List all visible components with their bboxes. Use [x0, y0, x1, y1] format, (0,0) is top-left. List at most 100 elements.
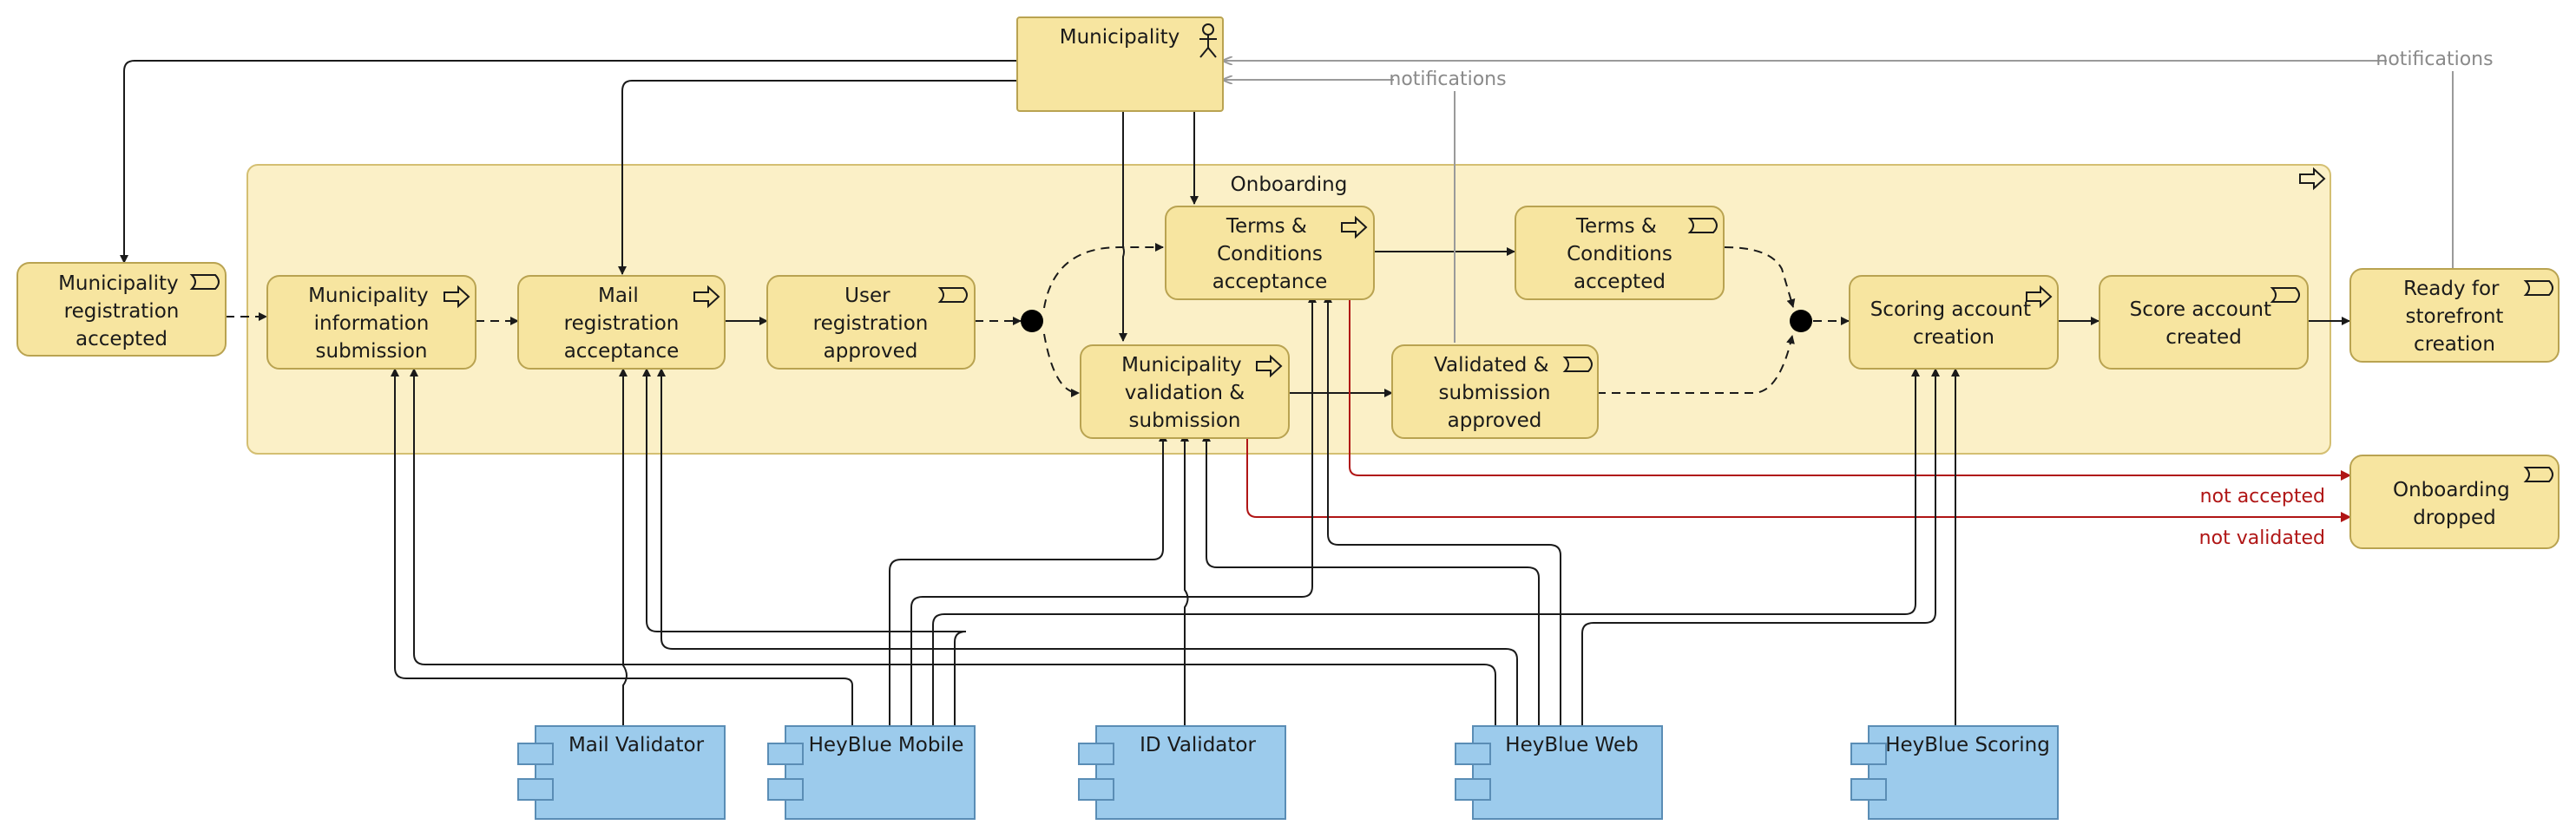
- actor-icon: [1199, 23, 1217, 58]
- flow-edge: [1724, 246, 1796, 308]
- component-label: Mail Validator: [568, 734, 705, 756]
- node-label: Score account: [2130, 298, 2271, 321]
- event-icon: [1562, 357, 1593, 372]
- node-label-line: registration: [64, 300, 180, 323]
- node-label: Municipality: [58, 272, 179, 295]
- node-label: Scoring account: [1870, 298, 2031, 321]
- id-validator-component[interactable]: ID Validator: [1078, 725, 1286, 820]
- node-label: Municipality: [1121, 354, 1242, 376]
- svg-text:Scoring account creation: Scoring account creation: [1870, 298, 2038, 349]
- node-label-line: created: [2165, 326, 2242, 349]
- node-label-line: storefront: [2406, 305, 2504, 328]
- heyblue-web-component[interactable]: HeyBlue Web: [1455, 725, 1663, 820]
- onboarding-boundary[interactable]: Onboarding: [246, 164, 2331, 455]
- process-icon: [2299, 167, 2326, 191]
- heyblue-scoring-component[interactable]: HeyBlue Scoring: [1850, 725, 2059, 820]
- node-label: Terms &: [1575, 215, 1657, 238]
- serving-edge: [932, 368, 1920, 726]
- process-icon: [2026, 285, 2053, 309]
- node-label-line: acceptance: [1212, 271, 1328, 293]
- node-label-line: registration: [813, 312, 929, 335]
- component-icon: [1078, 743, 1114, 801]
- node-label-line: approved: [824, 340, 918, 363]
- node-label-line: Conditions: [1217, 243, 1323, 265]
- node-label-line: submission: [1129, 409, 1241, 432]
- serving-edge: [410, 368, 1496, 726]
- flow-edge: [1043, 333, 1080, 397]
- actor-edge: [120, 60, 1017, 264]
- node-label-line: creation: [1913, 326, 1994, 349]
- svg-text:Municipality validation &s: Municipality validation & submission: [1121, 354, 1248, 432]
- municipality-validation-submission-process[interactable]: Municipality validation & submission: [1080, 344, 1290, 439]
- or-junction: [1021, 310, 1043, 332]
- and-junction: [1790, 310, 1812, 332]
- component-label: HeyBlue Mobile: [809, 734, 964, 756]
- node-label: Terms &: [1226, 215, 1307, 238]
- svg-text:Score account created: Score account created: [2130, 298, 2278, 349]
- not-validated-label: not validated: [2199, 527, 2325, 549]
- node-label: Mail: [598, 285, 639, 307]
- serving-edge: [619, 368, 628, 726]
- svg-text:Onboarding dropped: Onboarding dropped: [2393, 479, 2516, 529]
- scoring-account-creation-process[interactable]: Scoring account creation: [1849, 275, 2059, 370]
- node-label-line: registration: [564, 312, 680, 335]
- node-label-line: approved: [1448, 409, 1542, 432]
- node-label-line: creation: [2414, 333, 2495, 356]
- serving-edge: [1581, 368, 1940, 726]
- municipality-actor-label: Municipality: [1060, 26, 1180, 49]
- serving-edge: [657, 368, 1518, 726]
- event-icon: [1687, 218, 1718, 233]
- node-label-line: acceptance: [564, 340, 680, 363]
- serving-edge: [889, 433, 1167, 726]
- node-label-line: accepted: [76, 328, 168, 350]
- actor-edge: [618, 80, 1017, 275]
- process-icon: [1256, 354, 1283, 378]
- serving-edge: [910, 294, 1317, 726]
- mail-registration-acceptance-process[interactable]: Mail registration acceptance: [517, 275, 726, 370]
- component-icon: [1850, 743, 1887, 801]
- serving-edge: [1324, 294, 1561, 726]
- trigger-connections: [120, 60, 2350, 397]
- node-label: Validated &: [1434, 354, 1549, 376]
- node-label-line: information: [314, 312, 430, 335]
- mail-validator-component[interactable]: Mail Validator: [517, 725, 726, 820]
- node-label-line: dropped: [2413, 507, 2496, 529]
- municipality-registration-accepted-event[interactable]: Municipality registration accepted: [16, 262, 227, 357]
- node-label: Ready for: [2403, 278, 2500, 300]
- event-icon: [2270, 287, 2300, 303]
- municipality-actor[interactable]: Municipality: [1016, 16, 1224, 112]
- onboarding-dropped-event[interactable]: Onboarding dropped: [2349, 455, 2560, 549]
- node-label-line: validation &: [1125, 382, 1245, 404]
- event-icon: [937, 287, 968, 303]
- serving-connections: [391, 294, 1960, 726]
- event-icon: [2523, 467, 2553, 482]
- heyblue-mobile-component[interactable]: HeyBlue Mobile: [767, 725, 976, 820]
- event-icon: [2523, 280, 2553, 296]
- score-account-created-event[interactable]: Score account created: [2099, 275, 2309, 370]
- node-label-line: Conditions: [1567, 243, 1672, 265]
- process-icon: [693, 285, 720, 309]
- serving-edge: [642, 368, 967, 726]
- component-icon: [517, 743, 554, 801]
- ready-for-storefront-creation-event[interactable]: Ready for storefront creation: [2349, 268, 2560, 363]
- flow-connections: [226, 243, 1850, 397]
- rejection-edge: [1246, 438, 2351, 522]
- serving-edge: [1202, 433, 1540, 726]
- node-label: Municipality: [308, 285, 429, 307]
- terms-conditions-acceptance-process[interactable]: Terms & Conditions acceptance: [1165, 206, 1375, 300]
- actor-edge: [1119, 111, 1127, 342]
- event-icon: [189, 274, 220, 290]
- flow-edge: [1597, 335, 1795, 394]
- node-label: Onboarding: [2393, 479, 2510, 501]
